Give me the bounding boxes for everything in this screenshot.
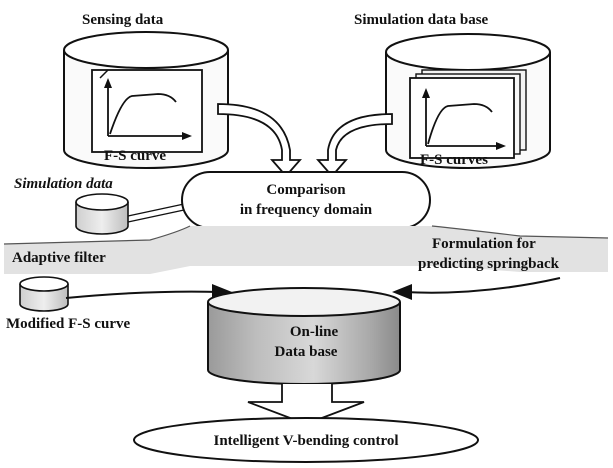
- online-db-line2: Data base: [275, 344, 338, 360]
- formulation-line2: predicting springback: [418, 256, 560, 272]
- online-database-cylinder: [207, 287, 401, 385]
- comparison-box: [181, 171, 431, 229]
- control-ellipse: [133, 417, 479, 463]
- simulation-db-title: Simulation data base: [354, 12, 489, 28]
- fs-curve-graph-icon: [104, 78, 192, 140]
- online-db-line1: On-line: [290, 324, 339, 340]
- comparison-line2: in frequency domain: [240, 202, 373, 218]
- connector-line: [127, 203, 185, 217]
- process-band: [3, 225, 609, 274]
- adaptive-filter-label: Adaptive filter: [12, 250, 106, 266]
- sensing-data-title: Sensing data: [82, 12, 164, 28]
- formulation-line1: Formulation for: [432, 236, 536, 252]
- sensing-data-cylinder: [63, 31, 229, 169]
- control-label: Intelligent V-bending control: [213, 433, 398, 449]
- simulation-db-cylinder: [385, 33, 551, 169]
- simulation-data-drum: [75, 193, 129, 235]
- arrow-formulation-to-database: [392, 277, 561, 300]
- arrow-sensing-to-comparison: [217, 103, 302, 178]
- modified-curve-drum: [19, 276, 69, 312]
- comparison-line1: Comparison: [266, 182, 346, 198]
- connector-line: [127, 209, 185, 223]
- fs-curves-graph-icon: [422, 88, 506, 150]
- simulation-data-label: Simulation data: [14, 176, 113, 192]
- arrow-filter-to-database: [65, 284, 232, 300]
- arrow-simdb-to-comparison: [316, 113, 393, 178]
- simulation-db-curve-label: F-S curves: [420, 152, 488, 168]
- modified-curve-label: Modified F-S curve: [6, 316, 130, 332]
- sensing-curve-label: F-S curve: [104, 148, 166, 164]
